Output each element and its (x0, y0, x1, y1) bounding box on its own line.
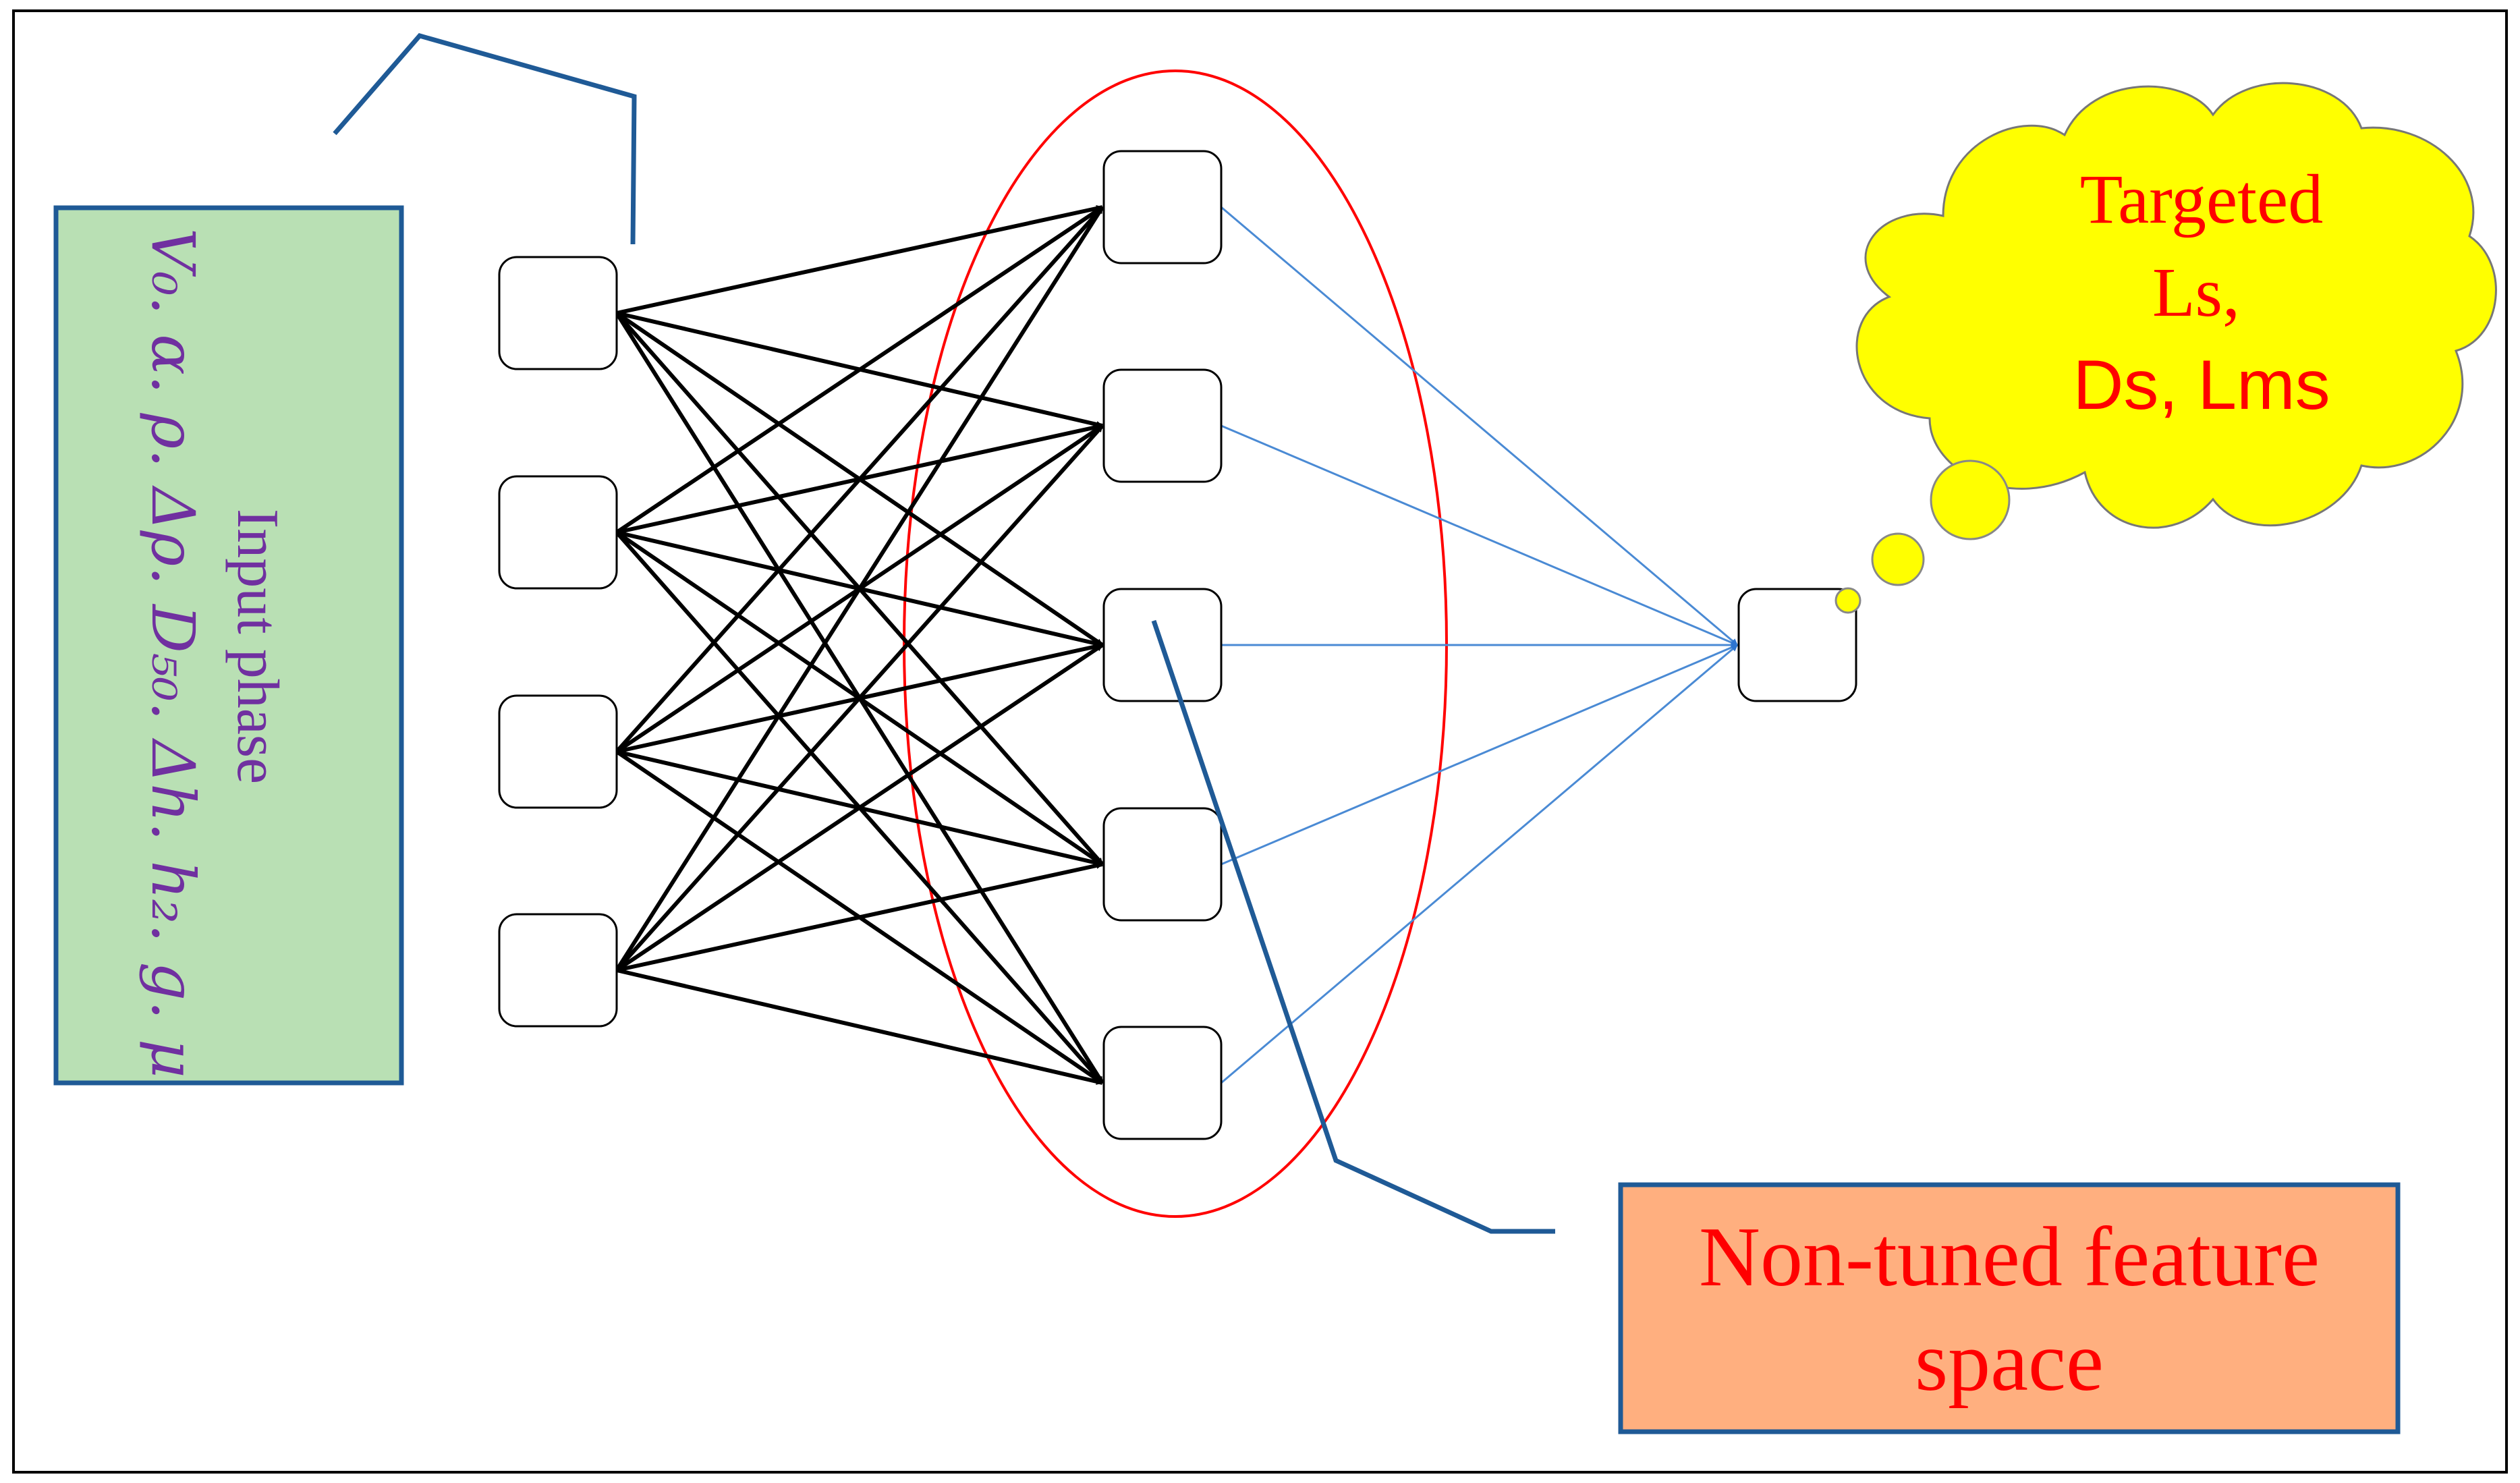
input-node-4 (498, 913, 618, 1028)
hidden-node-2 (1102, 368, 1223, 483)
hidden-node-4 (1102, 807, 1223, 922)
cloud-line-1: Targeted (2080, 161, 2323, 238)
output-node (1737, 588, 1857, 702)
hidden-layer-ellipse (903, 69, 1448, 1218)
edge-input-3-hidden-1 (615, 206, 1104, 753)
network-nodes (498, 150, 1857, 1140)
edge-input-4-hidden-2 (615, 424, 1104, 972)
thought-cloud: Targeted Ls, Ds, Lms (1835, 82, 2497, 614)
edge-input-1-hidden-1 (616, 205, 1103, 315)
edge-hidden-5-output (1221, 644, 1738, 1084)
input-callout-line (333, 33, 637, 245)
thought-bubble-medium (1871, 532, 1925, 586)
thought-bubble-large (1930, 459, 2011, 540)
edge-hidden-2-output (1221, 424, 1738, 646)
input-node-2 (498, 475, 618, 590)
cloud-line-3: Ds, Lms (2073, 346, 2330, 424)
edge-hidden-1-output (1221, 206, 1738, 646)
cloud-shape (1855, 82, 2497, 529)
edge-input-4-hidden-3 (615, 643, 1104, 972)
edge-input-2-hidden-1 (615, 205, 1104, 534)
hidden-node-5 (1102, 1026, 1223, 1140)
hidden-output-edges (1221, 206, 1738, 1084)
input-hidden-edges (615, 205, 1104, 1085)
cloud-line-2: Ls, (2152, 254, 2240, 331)
edge-input-4-hidden-1 (615, 206, 1104, 972)
figure-frame (12, 9, 2508, 1474)
feature-space-line-2: space (1915, 1315, 2104, 1409)
input-node-3 (498, 694, 618, 809)
input-phase-title: Input phase (225, 509, 290, 784)
feature-space-box: Non-tuned feature space (1618, 1182, 2401, 1434)
input-variables: V₀. α. ρ. Δρ. D₅₀. Δh. h₂. g. μ (138, 228, 208, 1078)
input-phase-box: Input phase V₀. α. ρ. Δρ. D₅₀. Δh. h₂. g… (53, 205, 404, 1086)
thought-bubble-small (1835, 587, 1861, 614)
edge-hidden-4-output (1221, 644, 1738, 866)
edge-input-4-hidden-5 (616, 968, 1103, 1085)
input-node-1 (498, 256, 618, 370)
edge-input-4-hidden-4 (616, 862, 1103, 972)
feature-callout-line (1151, 619, 1555, 1234)
feature-space-line-1: Non-tuned feature (1699, 1210, 2320, 1304)
hidden-node-1 (1102, 150, 1223, 264)
